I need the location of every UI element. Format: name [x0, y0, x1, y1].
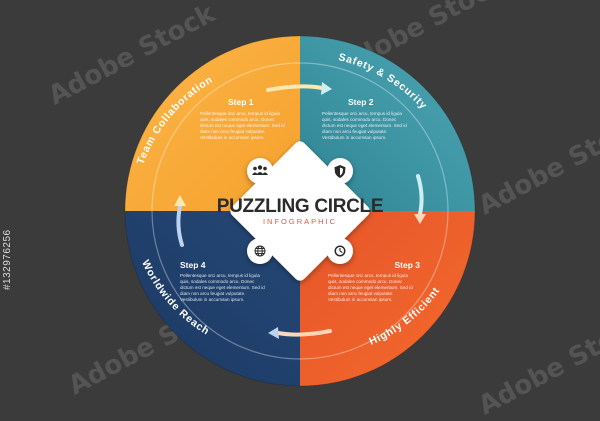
- step-2-body: Pellentesque orci arcu, tempus id ligula…: [322, 111, 407, 140]
- step-4-body: Pellentesque orci arcu, tempus id ligula…: [180, 273, 265, 302]
- svg-text:dictum est neque eget elementu: dictum est neque eget elementum. Sed id: [200, 123, 285, 128]
- svg-text:Pellentesque orci arcu, tempus: Pellentesque orci arcu, tempus id ligula: [180, 273, 260, 278]
- arrow-right-icon: [414, 174, 426, 224]
- svg-text:Vestibulum in accumsan ipsum.: Vestibulum in accumsan ipsum.: [322, 135, 386, 140]
- clock-icon: [334, 245, 346, 257]
- svg-text:Pellentesque orci arcu, tempus: Pellentesque orci arcu, tempus id ligula: [328, 273, 408, 278]
- svg-text:diam non arcu feugiat vulputat: diam non arcu feugiat vulputate.: [180, 291, 245, 296]
- svg-text:Vestibulum in accumsan ipsum.: Vestibulum in accumsan ipsum.: [328, 297, 392, 302]
- arrow-top-icon: [266, 82, 332, 95]
- svg-text:dictum est neque eget elementu: dictum est neque eget elementum. Sed id: [322, 123, 407, 128]
- svg-text:diam non arcu feugiat vulputat: diam non arcu feugiat vulputate.: [200, 129, 265, 134]
- svg-text:dictum est neque eget elementu: dictum est neque eget elementum. Sed id: [328, 285, 413, 290]
- svg-text:quis, sodales commodo arcu. Do: quis, sodales commodo arcu. Donec: [200, 117, 275, 122]
- step-2-heading: Step 2: [348, 97, 374, 107]
- svg-text:quis, sodales commodo arcu. Do: quis, sodales commodo arcu. Donec: [322, 117, 397, 122]
- step-1-body: Pellentesque orci arcu, tempus id ligula…: [200, 111, 285, 140]
- arrow-left-icon: [174, 195, 186, 247]
- step-4-heading: Step 4: [180, 260, 206, 270]
- step-3-body: Pellentesque orci arcu, tempus id ligula…: [328, 273, 413, 302]
- svg-text:diam non arcu feugiat vulputat: diam non arcu feugiat vulputate.: [322, 129, 387, 134]
- center-puzzle-piece: [230, 141, 370, 281]
- svg-text:Vestibulum in accumsan ipsum.: Vestibulum in accumsan ipsum.: [200, 135, 264, 140]
- svg-text:Pellentesque orci arcu, tempus: Pellentesque orci arcu, tempus id ligula: [200, 111, 280, 116]
- svg-text:quis, sodales commodo arcu. Do: quis, sodales commodo arcu. Donec: [180, 279, 255, 284]
- center-subtitle: INFOGRAPHIC: [263, 217, 337, 226]
- svg-text:diam non arcu feugiat vulputat: diam non arcu feugiat vulputate.: [328, 291, 393, 296]
- step-1-heading: Step 1: [228, 97, 254, 107]
- shield-icon: [334, 165, 346, 178]
- svg-text:Vestibulum in accumsan ipsum.: Vestibulum in accumsan ipsum.: [180, 297, 244, 302]
- center-title: PUZZLING CIRCLE: [217, 196, 384, 217]
- step-3-heading: Step 3: [394, 260, 420, 270]
- svg-text:dictum est neque eget elementu: dictum est neque eget elementum. Sed id: [180, 285, 265, 290]
- svg-text:Pellentesque orci arcu, tempus: Pellentesque orci arcu, tempus id ligula: [322, 111, 402, 116]
- globe-icon: [254, 245, 266, 257]
- svg-text:quis, sodales commodo arcu. Do: quis, sodales commodo arcu. Donec: [328, 279, 403, 284]
- team-icon: [252, 165, 268, 175]
- arrow-bottom-icon: [268, 327, 332, 339]
